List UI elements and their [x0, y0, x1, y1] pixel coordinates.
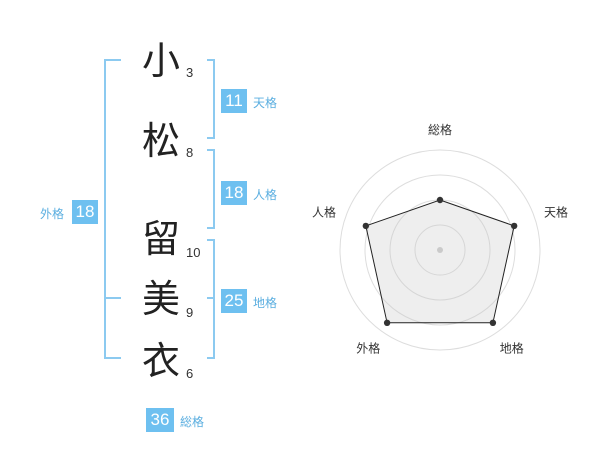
soukaku-label: 総格: [180, 415, 205, 429]
radar-axis-label-0: 総格: [428, 122, 452, 137]
radar-axis-label-4: 人格: [312, 204, 336, 219]
gaikaku-value: 18: [72, 200, 98, 224]
stroke-count-4: 9: [186, 305, 194, 320]
tenkaku-value: 11: [221, 89, 247, 113]
radar-center: [437, 247, 443, 253]
radar-ring-1: [414, 224, 466, 276]
stroke-count-5: 6: [186, 366, 194, 381]
soukaku-value: 36: [146, 408, 174, 432]
radar-point-0: [436, 196, 444, 204]
name-char-1: 小: [141, 39, 180, 83]
name-char-5: 衣: [141, 339, 180, 383]
stroke-count-3: 10: [186, 245, 201, 260]
gaikaku-label: 外格: [40, 207, 65, 221]
tenkaku-bracket: [207, 59, 215, 139]
name-char-4: 美: [141, 277, 180, 321]
radar-axis-label-3: 外格: [356, 341, 380, 356]
radar-ring-3: [364, 174, 516, 326]
radar-point-4: [362, 222, 370, 230]
radar-point-2: [489, 319, 497, 327]
stroke-count-2: 8: [186, 145, 194, 160]
chikaku-label: 地格: [253, 296, 278, 310]
jinkaku-value: 18: [221, 181, 247, 205]
radar-polygon: [365, 199, 515, 324]
radar-point-1: [510, 222, 518, 230]
jinkaku-bracket: [207, 149, 215, 229]
gaikaku-bracket: [104, 59, 121, 359]
radar-axis-label-1: 天格: [544, 204, 568, 219]
stroke-count-1: 3: [186, 65, 194, 80]
radar-point-3: [383, 319, 391, 327]
name-char-3: 留: [141, 217, 180, 261]
radar-axis-label-2: 地格: [500, 341, 524, 356]
name-char-2: 松: [141, 119, 180, 163]
jinkaku-label: 人格: [253, 188, 278, 202]
kaku-brackets: [104, 59, 215, 359]
chikaku-value: 25: [221, 289, 247, 313]
tenkaku-label: 天格: [253, 96, 278, 110]
